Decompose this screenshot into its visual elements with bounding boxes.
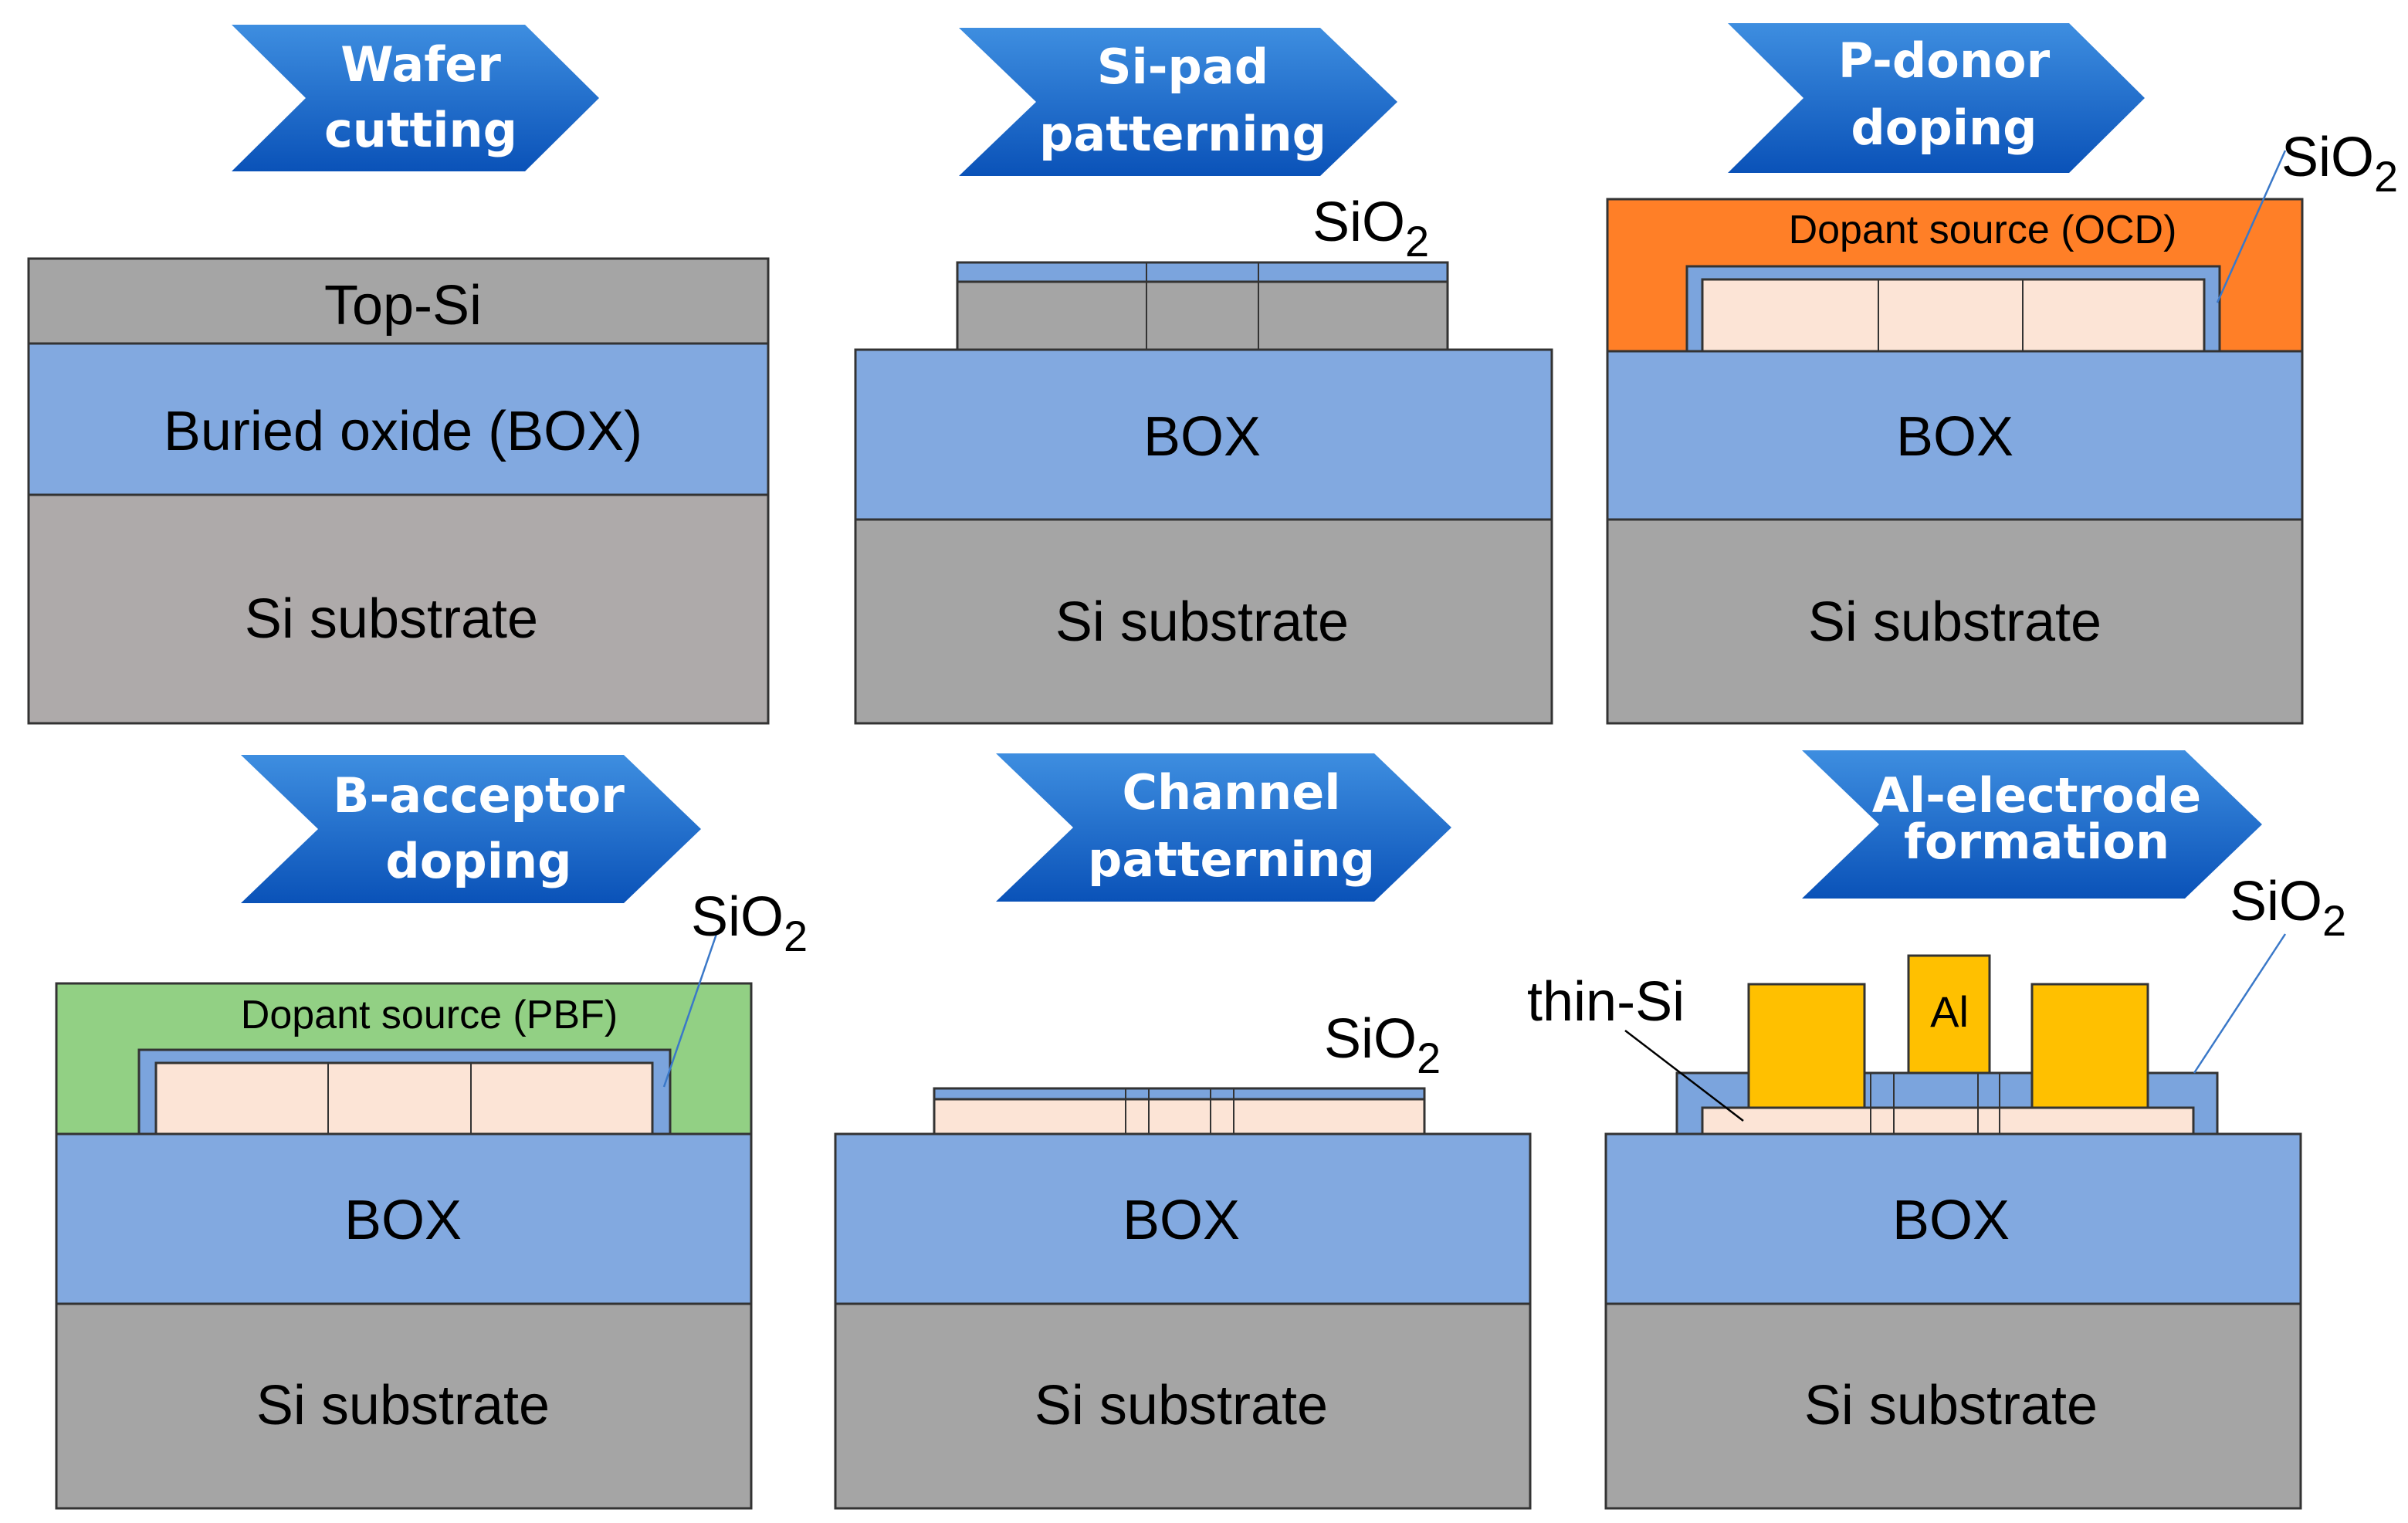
- chevron-arrow-icon: [241, 755, 701, 903]
- top-si-layer: [27, 257, 770, 345]
- sio2-pointer-line: [2193, 933, 2287, 1074]
- step-al-electrode-formation: Al-electrode formation BOX Si substrate …: [1527, 750, 2346, 1510]
- box-layer: [834, 1132, 1532, 1305]
- si-substrate-layer: [834, 1302, 1532, 1510]
- thin-si-layer: [1701, 1106, 2195, 1135]
- sio2-label: SiO2: [1312, 191, 1429, 266]
- step-title-line1: B-acceptor: [333, 767, 625, 824]
- al-electrode-right: [2030, 983, 2149, 1109]
- si-substrate-label: Si substrate: [1804, 1375, 2098, 1437]
- step-title-line1: Channel: [1122, 764, 1340, 821]
- box-label: BOX: [1892, 1190, 2010, 1251]
- si-substrate-layer: [27, 493, 770, 725]
- sio2-label: SiO2: [691, 886, 808, 960]
- si-pad: [956, 280, 1449, 351]
- box-label: BOX: [1896, 406, 2013, 468]
- dopant-source-label: Dopant source (PBF): [241, 993, 618, 1037]
- box-layer: [55, 1132, 753, 1305]
- al-electrode-gate: [1907, 954, 1991, 1075]
- sio2-pointer-line: [662, 933, 718, 1088]
- al-label: Al: [1930, 987, 1969, 1036]
- chevron-arrow-icon: [1802, 750, 2262, 899]
- thin-si-label: thin-Si: [1527, 971, 1685, 1033]
- sio2-label: SiO2: [2281, 127, 2398, 201]
- chevron-arrow-icon: [996, 753, 1451, 902]
- step-title-line2: formation: [1904, 814, 2169, 870]
- step-arrow: Si-pad patterning: [959, 28, 1397, 176]
- sio2-label: SiO2: [1324, 1008, 1441, 1082]
- step-arrow: B-acceptor doping: [241, 755, 701, 903]
- step-arrow: P-donor doping: [1728, 23, 2145, 173]
- si-substrate-layer: [1606, 518, 2304, 725]
- si-substrate-label: Si substrate: [1808, 591, 2101, 653]
- si-substrate-label: Si substrate: [1055, 591, 1349, 653]
- dopant-source-label: Dopant source (OCD): [1789, 208, 2177, 252]
- doped-si-pad: [1701, 278, 2206, 353]
- si-substrate-layer: [854, 518, 1553, 725]
- buried-oxide-label: Buried oxide (BOX): [164, 401, 642, 462]
- step-title-line1: Wafer: [340, 36, 501, 93]
- top-si-label: Top-Si: [324, 275, 482, 337]
- sio2-layer: [956, 261, 1449, 283]
- step-title-line2: cutting: [324, 102, 517, 158]
- step-b-acceptor-doping: B-acceptor doping Dopant source (PBF) BO…: [55, 755, 808, 1510]
- step-p-donor-doping: P-donor doping Dopant source (OCD) BOX S…: [1606, 23, 2398, 725]
- step-arrow: Channel patterning: [996, 753, 1451, 902]
- step-si-pad-patterning: Si-pad patterning BOX Si substrate SiO2: [854, 28, 1553, 725]
- si-substrate-layer: [55, 1302, 753, 1510]
- step-wafer-cutting: Wafer cutting Top-Si Buried oxide (BOX) …: [27, 25, 770, 725]
- box-label: BOX: [1143, 406, 1261, 468]
- step-title-line1: Al-electrode: [1872, 767, 2201, 824]
- si-substrate-label: Si substrate: [245, 588, 538, 650]
- sio2-label: SiO2: [2230, 871, 2346, 945]
- chevron-arrow-icon: [1728, 23, 2145, 173]
- step-title-line2: patterning: [1088, 831, 1375, 888]
- si-substrate-layer: [1604, 1302, 2302, 1510]
- box-layer: [1606, 350, 2304, 521]
- box-label: BOX: [344, 1190, 462, 1251]
- step-channel-patterning: Channel patterning BOX Si substrate SiO2: [834, 753, 1532, 1510]
- al-electrode-left: [1747, 983, 1866, 1109]
- box-label: BOX: [1123, 1190, 1240, 1251]
- step-arrow: Al-electrode formation: [1802, 750, 2262, 899]
- chevron-arrow-icon: [959, 28, 1397, 176]
- si-substrate-label: Si substrate: [256, 1375, 550, 1437]
- step-title-line1: Si-pad: [1097, 39, 1268, 95]
- si-substrate-label: Si substrate: [1035, 1375, 1328, 1437]
- step-title-line2: patterning: [1039, 106, 1326, 162]
- step-arrow: Wafer cutting: [232, 25, 599, 171]
- chevron-arrow-icon: [232, 25, 599, 171]
- doped-si-pad: [154, 1061, 654, 1135]
- thin-si-layer: [933, 1098, 1426, 1135]
- sio2-layer: [933, 1087, 1426, 1101]
- box-layer: [854, 348, 1553, 521]
- sio2-pointer-line: [2216, 150, 2287, 303]
- step-title-line1: P-donor: [1838, 32, 2051, 89]
- thin-si-pointer-line: [1624, 1030, 1744, 1122]
- box-layer: [1604, 1132, 2302, 1305]
- step-title-line2: doping: [1851, 100, 2037, 156]
- step-title-line2: doping: [385, 833, 571, 889]
